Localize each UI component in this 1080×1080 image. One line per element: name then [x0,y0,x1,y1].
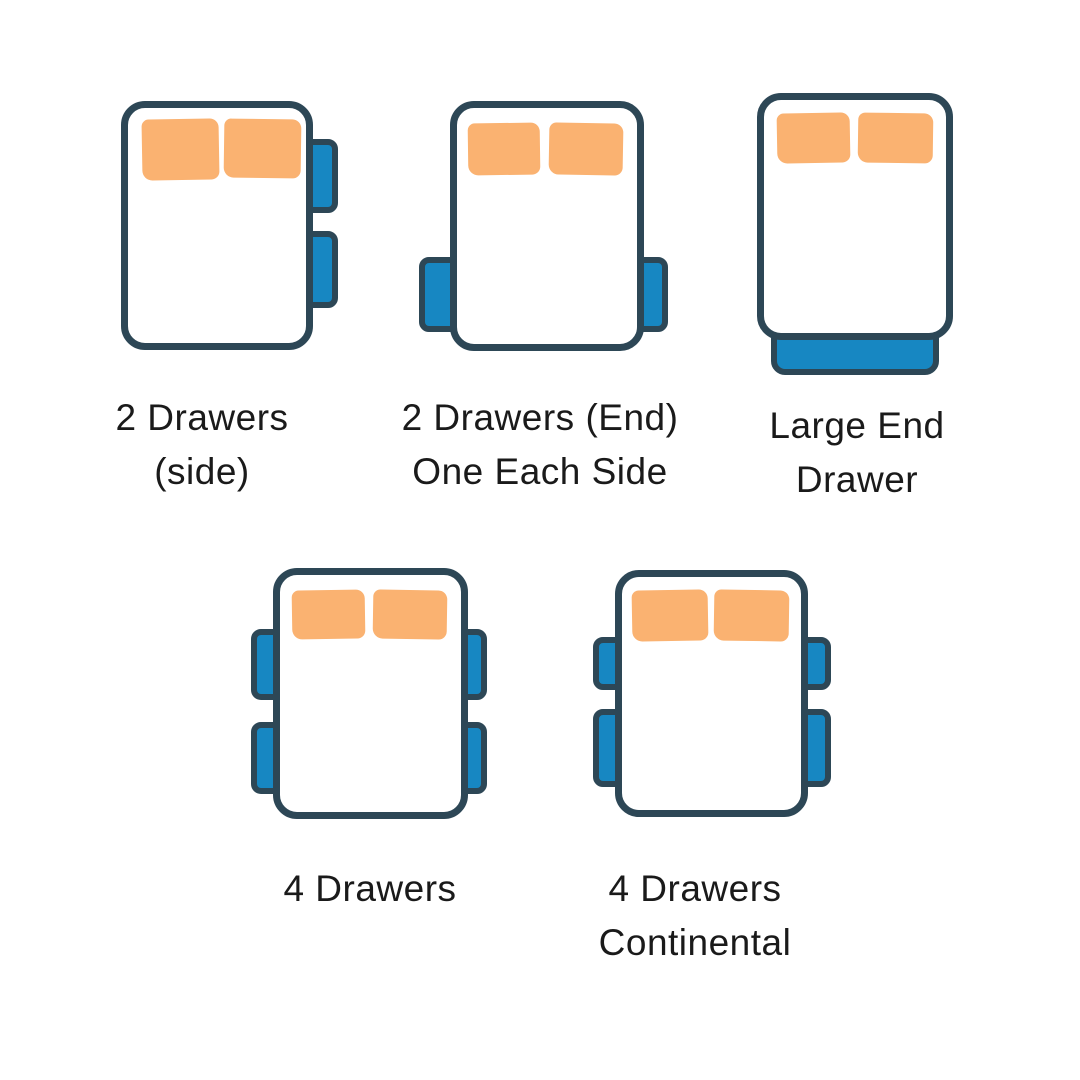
caption-line: 2 Drawers (End) [401,397,679,438]
bed [757,93,953,340]
pillow [631,589,709,642]
caption-line: Continental [598,922,792,963]
caption-line: Large End [769,405,945,446]
caption-line: 4 Drawers [283,868,457,909]
bed [273,568,468,819]
figure-caption: 2 Drawers (side) [42,391,362,499]
caption-line: 2 Drawers [115,397,289,438]
caption-line: 4 Drawers [608,868,782,909]
figure-caption: 2 Drawers (End) One Each Side [360,391,720,499]
pillow [291,589,366,640]
pillow [857,112,934,164]
pillow [372,589,448,640]
caption-line: Drawer [795,459,919,500]
figure-caption: 4 Drawers Continental [545,862,845,970]
bed [450,101,644,351]
caption-line: One Each Side [412,451,668,492]
figure-caption: 4 Drawers [220,862,520,916]
bed [615,570,808,817]
pillow [548,122,624,176]
figure-caption: Large End Drawer [727,399,987,507]
caption-line: (side) [154,451,250,492]
pillow [223,118,302,179]
pillow [713,589,790,642]
pillow [141,118,220,181]
pillow [467,122,541,176]
pillow [776,112,851,164]
bed [121,101,313,350]
